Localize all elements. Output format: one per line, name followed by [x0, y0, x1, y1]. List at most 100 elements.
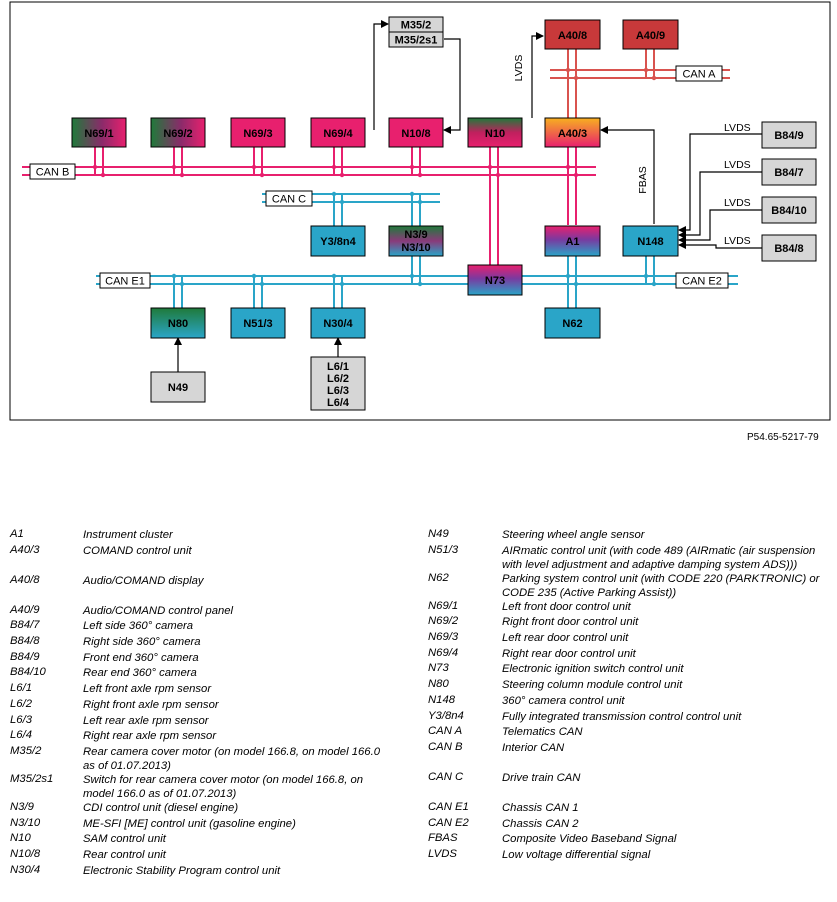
fbas-label: FBAS	[637, 166, 649, 193]
svg-text:B84/7: B84/7	[774, 167, 803, 179]
legend-code: A40/3	[10, 543, 40, 556]
legend-code: N3/10	[10, 816, 41, 829]
legend-description: Right rear door control unit	[502, 647, 636, 660]
legend-entry: A40/8 Audio/COMAND display	[10, 574, 388, 604]
legend-description: Electronic Stability Program control uni…	[83, 864, 281, 877]
legend-description: SAM control unit	[83, 833, 166, 846]
svg-text:CAN C: CAN C	[272, 194, 306, 206]
legend-description: Right side 360° camera	[83, 636, 201, 649]
svg-text:N69/2: N69/2	[163, 128, 192, 140]
legend-description: Parking system control unit (with CODE 2…	[502, 572, 820, 599]
legend-description: Left rear door control unit	[502, 632, 629, 645]
legend-code: L6/4	[10, 729, 32, 742]
node-n69-3: N69/3	[230, 117, 286, 148]
legend-code: A40/8	[10, 573, 40, 586]
node-n69-4: N69/4	[310, 117, 366, 148]
svg-text:L6/4: L6/4	[327, 397, 350, 409]
svg-text:L6/2: L6/2	[327, 373, 349, 385]
node-n80: N80	[150, 307, 206, 339]
legend-description: Left rear axle rpm sensor	[83, 714, 209, 727]
legend-description: Instrument cluster	[83, 529, 173, 541]
legend-description: Drive train CAN	[502, 771, 581, 784]
legend-code: N69/4	[428, 646, 459, 659]
legend-description: Right front door control unit	[502, 616, 639, 629]
lvds-vertical-label: LVDS	[513, 55, 525, 82]
legend-code: N49	[428, 528, 449, 540]
svg-text:N69/1: N69/1	[84, 128, 113, 140]
can-b-drops	[94, 147, 577, 265]
legend-code: CAN B	[428, 740, 463, 753]
legend-code: CAN E1	[428, 800, 469, 813]
legend-code: B84/9	[10, 650, 40, 663]
legend-code: N148	[428, 693, 456, 706]
node-a40-3: A40/3	[544, 117, 601, 148]
legend-description: Interior CAN	[502, 741, 565, 754]
node-n49: N49	[150, 371, 206, 403]
network-diagram: CAN B CAN A CAN C CAN E1 CAN E2 LVDS FBA…	[9, 1, 831, 421]
legend-code: N69/3	[428, 631, 459, 644]
legend-code: N10	[10, 832, 31, 845]
node-m35-2: M35/2 M35/2s1	[388, 16, 444, 48]
legend-code: CAN A	[428, 725, 463, 738]
node-n3-9-n3-10: N3/9 N3/10	[388, 225, 444, 257]
lvds-label-3: LVDS	[724, 197, 751, 209]
can-e2-label: CAN E2	[675, 272, 729, 289]
node-n51-3: N51/3	[230, 307, 286, 339]
can-b-bus	[22, 166, 596, 176]
svg-text:M35/2: M35/2	[401, 20, 432, 32]
svg-text:A40/9: A40/9	[636, 30, 665, 42]
node-l6: L6/1 L6/2 L6/3 L6/4	[310, 356, 366, 411]
legend-description: Right front axle rpm sensor	[83, 698, 219, 711]
legend-code: B84/7	[10, 619, 40, 632]
svg-text:CAN E2: CAN E2	[682, 276, 722, 288]
legend-description: Audio/COMAND display	[83, 574, 204, 587]
legend-description: Rear camera cover motor (on model 166.8,…	[83, 745, 381, 772]
svg-text:B84/9: B84/9	[774, 130, 803, 142]
signal-lines	[174, 20, 762, 372]
svg-text:A1: A1	[565, 236, 579, 248]
can-a-junctions	[565, 67, 657, 81]
svg-text:N30/4: N30/4	[323, 318, 353, 330]
node-n73: N73	[467, 264, 523, 296]
legend-code: N51/3	[428, 543, 459, 556]
legend-code: CAN E2	[428, 816, 469, 829]
node-b84-8: B84/8	[761, 234, 817, 262]
legend-code: N3/9	[10, 800, 34, 813]
legend-entry: N10 SAM control unit	[10, 832, 388, 848]
svg-text:N62: N62	[562, 318, 582, 330]
legend-description: Rear end 360° camera	[83, 667, 197, 680]
legend-description: Chassis CAN 2	[502, 817, 579, 830]
node-a40-9: A40/9	[622, 19, 679, 50]
svg-text:A40/3: A40/3	[558, 128, 587, 140]
node-n148: N148	[622, 225, 679, 257]
svg-text:Y3/8n4: Y3/8n4	[320, 236, 356, 248]
can-ce-junctions	[171, 191, 657, 287]
node-y3-8n4: Y3/8n4	[310, 225, 366, 257]
legend-code: N69/1	[428, 599, 459, 612]
svg-text:A40/8: A40/8	[558, 30, 587, 42]
legend-code: A40/9	[10, 603, 40, 616]
legend-description: Electronic ignition switch control unit	[502, 663, 684, 676]
svg-text:N73: N73	[485, 275, 505, 287]
legend-description: COMAND control unit	[83, 544, 192, 557]
node-a40-8: A40/8	[544, 19, 601, 50]
legend-code: L6/3	[10, 713, 32, 726]
svg-text:N49: N49	[168, 382, 188, 394]
legend-entry: N69/4 Right rear door control unit	[428, 647, 820, 663]
legend-entry: CAN E2 Chassis CAN 2	[428, 817, 820, 833]
can-c-drops	[333, 194, 421, 226]
legend-code: B84/10	[10, 666, 46, 679]
